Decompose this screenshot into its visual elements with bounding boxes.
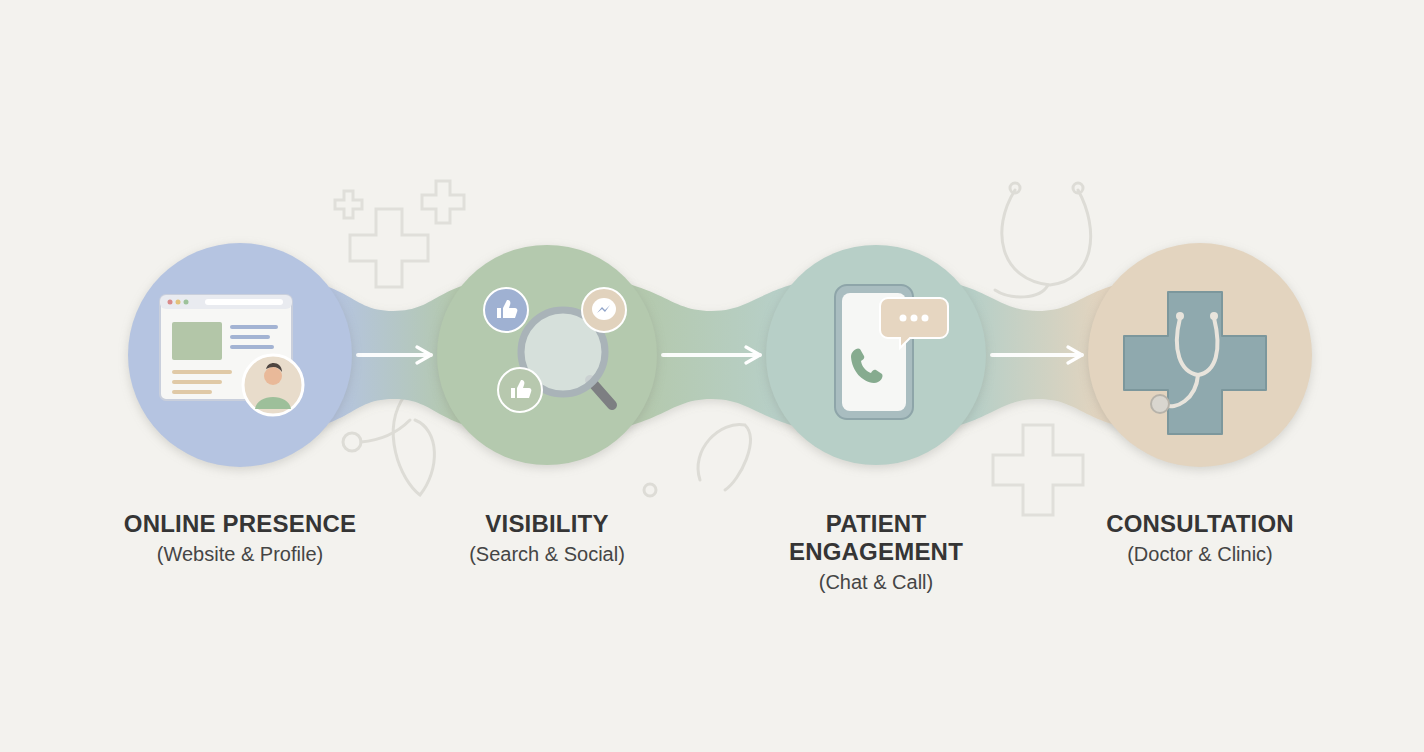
drawing-part [422, 181, 464, 223]
drawing-part [264, 367, 282, 385]
step-title: VISIBILITY [427, 510, 667, 538]
drawing-part [698, 424, 750, 490]
drawing-part [393, 395, 434, 495]
circle-fill [437, 245, 657, 465]
drawing-part [993, 425, 1083, 515]
drawing-part [1124, 292, 1266, 434]
drawing-part [995, 285, 1048, 297]
faint-stethoscopes [343, 183, 1091, 496]
drawing-part [498, 368, 542, 412]
circle-fill [1088, 243, 1312, 467]
circle-shape [437, 245, 657, 465]
drawing-part [266, 363, 282, 372]
step-label: ONLINE PRESENCE (Website & Profile) [90, 510, 390, 566]
step-title: ONLINE PRESENCE [90, 510, 390, 538]
drawing-part [335, 191, 362, 218]
drawing-part [590, 380, 612, 405]
drawing-part [521, 310, 605, 394]
step-subtitle: (Search & Social) [427, 542, 667, 566]
step-label: VISIBILITY (Search & Social) [427, 510, 667, 566]
drawing-part [230, 325, 278, 329]
drawing-part [1210, 312, 1218, 320]
drawing-part [1165, 375, 1198, 406]
drawing-part [172, 370, 232, 374]
drawing-part [230, 335, 270, 339]
circle-shape [1088, 243, 1312, 467]
drawing-part [205, 299, 283, 305]
step-circle: CONSULTATION(Doctor & Clinic) [1088, 243, 1312, 467]
drawing-part [592, 298, 616, 320]
drawing-part [900, 315, 907, 322]
drawing-part [880, 298, 948, 348]
drawing-part [243, 355, 303, 415]
phone-chat-icon [835, 285, 948, 419]
drawing-part [1176, 312, 1184, 320]
faint-crosses [335, 181, 1083, 515]
step-circle: VISIBILITY(Search & Social) [437, 245, 657, 465]
drawing-part [1010, 183, 1020, 193]
drawing-part [1073, 183, 1083, 193]
drawing-part [1151, 395, 1169, 413]
circle-fill [766, 245, 986, 465]
drawing-part [644, 484, 656, 496]
circle-fill [128, 243, 352, 467]
drawing-part [497, 300, 517, 318]
drawing-part [922, 315, 929, 322]
drawing-part [361, 420, 410, 442]
circle-shape [128, 243, 352, 467]
drawing-part [168, 300, 173, 305]
drawing-part [484, 288, 528, 332]
step-title: PATIENT ENGAGEMENT [774, 510, 979, 566]
drawing-part [582, 288, 626, 332]
drawing-part [255, 397, 291, 409]
medical-cross-icon [1124, 292, 1266, 434]
drawing-part [160, 295, 292, 400]
step-label: PATIENT ENGAGEMENT (Chat & Call) [774, 510, 979, 594]
drawing-part [835, 285, 913, 419]
search-social-icon [484, 288, 626, 412]
drawing-part [597, 305, 610, 313]
drawing-part [842, 293, 906, 411]
circle-shape [766, 245, 986, 465]
drawing-part [1002, 190, 1091, 285]
drawing-part [851, 348, 883, 383]
website-icon [160, 295, 303, 415]
drawing-part [911, 315, 918, 322]
drawing-part [160, 295, 292, 309]
drawing-part [172, 322, 222, 360]
step-circle: PATIENT ENGAGEMENT(Chat & Call) [766, 245, 986, 465]
step-circle: ONLINE PRESENCE(Website & Profile) [128, 243, 352, 467]
drawing-part [176, 300, 181, 305]
drawing-part [343, 433, 361, 451]
drawing-part [511, 380, 531, 398]
step-subtitle: (Doctor & Clinic) [1070, 542, 1330, 566]
flow-arrow [992, 353, 1082, 357]
flow-arrow [663, 353, 760, 357]
step-subtitle: (Chat & Call) [774, 570, 979, 594]
step-title: CONSULTATION [1070, 510, 1330, 538]
drawing-part [1177, 318, 1218, 375]
connecting-band [240, 275, 1200, 435]
drawing-part [184, 300, 189, 305]
drawing-part [172, 390, 212, 394]
drawing-part [172, 380, 222, 384]
flow-arrow [358, 353, 431, 357]
step-label: CONSULTATION (Doctor & Clinic) [1070, 510, 1330, 566]
drawing-part [230, 345, 274, 349]
drawing-part [350, 209, 428, 287]
step-subtitle: (Website & Profile) [90, 542, 390, 566]
